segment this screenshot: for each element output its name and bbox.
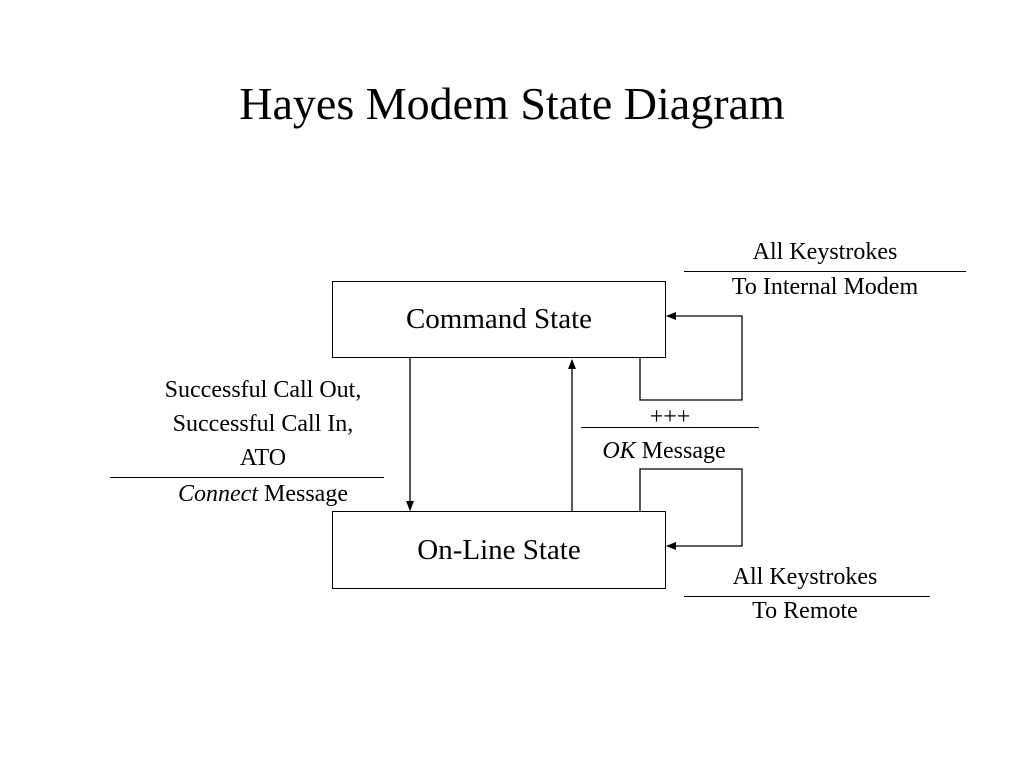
label-online-to-command-action: OK Message <box>602 438 726 464</box>
arrow-command-self-loop <box>639 312 743 401</box>
label-online-loop-event: All Keystrokes <box>732 564 878 590</box>
page-title: Hayes Modem State Diagram <box>239 78 785 129</box>
arrow-online-self-loop <box>639 468 743 550</box>
label-online-to-command-event: +++ <box>649 404 691 430</box>
label-command-loop-action: To Internal Modem <box>731 274 919 300</box>
command-state-box: Command State <box>332 281 666 358</box>
command-state-label: Command State <box>405 303 593 335</box>
label-divider <box>581 427 759 428</box>
label-command-loop-event: All Keystrokes <box>752 239 898 265</box>
label-command-to-online-action: Connect Message <box>178 481 348 507</box>
label-divider <box>110 477 384 478</box>
label-divider <box>684 596 930 597</box>
online-state-box: On-Line State <box>332 511 666 589</box>
online-state-label: On-Line State <box>417 533 581 566</box>
label-command-to-online-events: Successful Call Out, Successful Call In,… <box>164 377 362 471</box>
label-online-loop-action: To Remote <box>752 598 858 624</box>
label-divider <box>684 271 966 272</box>
